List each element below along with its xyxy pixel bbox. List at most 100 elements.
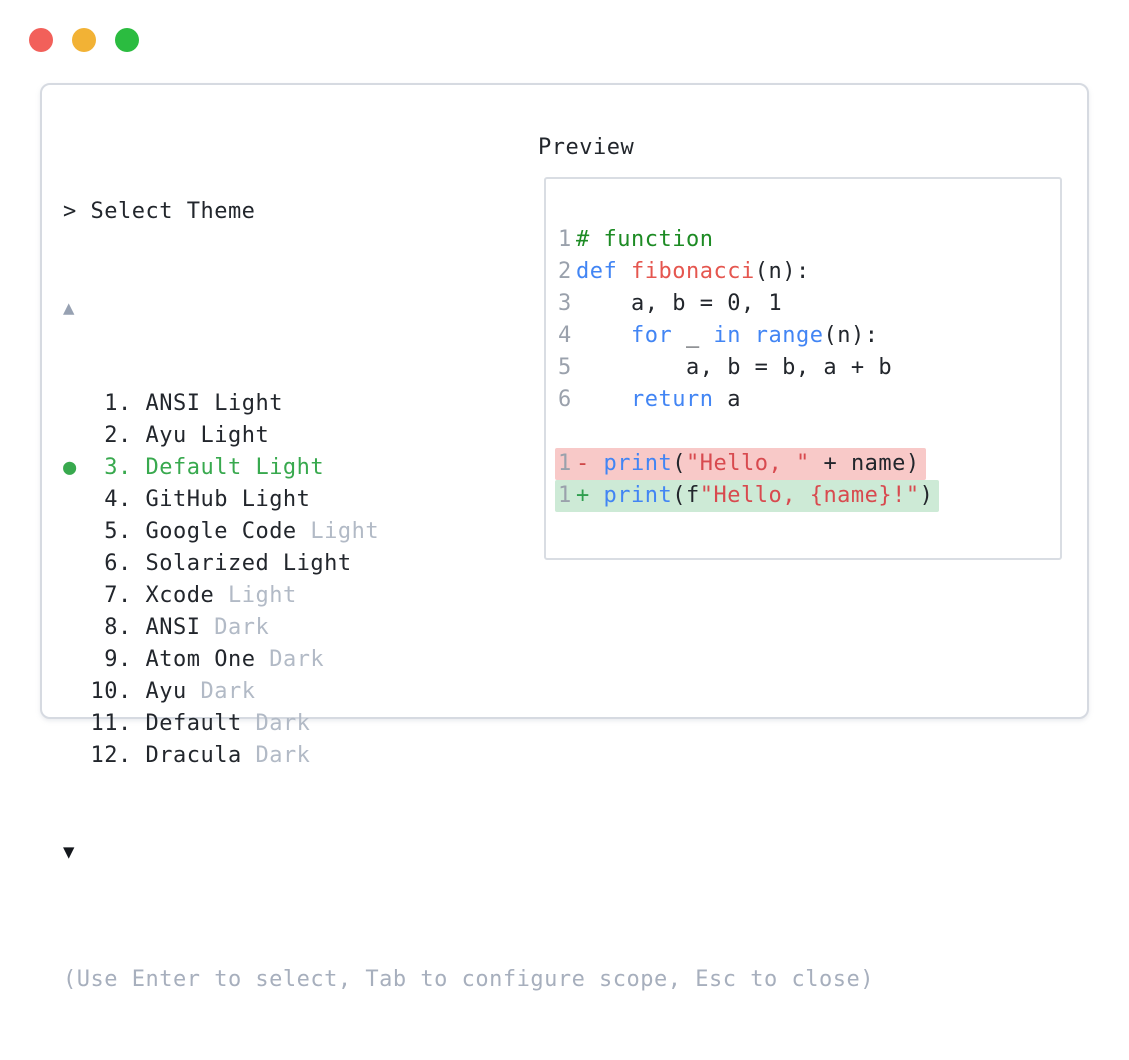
code-token-plain	[576, 323, 631, 348]
theme-name: ANSI Light	[145, 391, 283, 416]
bullet-spacer	[63, 711, 91, 736]
code-token-keyword: for	[630, 323, 673, 348]
theme-name: GitHub Light	[145, 487, 311, 512]
code-token-plain	[590, 483, 604, 508]
theme-number: 6.	[90, 551, 146, 576]
window-controls	[29, 28, 139, 52]
keyboard-hint: (Use Enter to select, Tab to configure s…	[63, 967, 874, 992]
close-button[interactable]	[29, 28, 53, 52]
theme-variant-suffix: Light	[214, 583, 297, 608]
line-number: 1	[558, 451, 572, 476]
theme-number: 9.	[90, 647, 146, 672]
code-line	[558, 416, 1060, 448]
diff-line-removed: 1- print("Hello, " + name)	[555, 448, 1060, 480]
code-token-plain: + name)	[809, 451, 920, 476]
line-number: 2	[558, 259, 572, 284]
theme-item-dracula[interactable]: 12. Dracula Dark	[63, 740, 874, 772]
theme-variant-suffix: Dark	[200, 615, 270, 640]
theme-number: 1.	[90, 391, 146, 416]
theme-name: Solarized Light	[145, 551, 352, 576]
minimize-button[interactable]	[72, 28, 96, 52]
code-line-content: 1- print("Hello, " + name)	[555, 448, 926, 480]
code-token-keyword: def	[576, 259, 618, 284]
theme-item-solarized-light[interactable]: 6. Solarized Light	[63, 548, 874, 580]
theme-number: 3.	[90, 455, 146, 480]
code-line: 6 return a	[558, 384, 1060, 416]
theme-name: Google Code	[145, 519, 297, 544]
code-token-plain: (f	[672, 483, 700, 508]
maximize-button[interactable]	[115, 28, 139, 52]
theme-item-google-code[interactable]: 5. Google Code Light	[63, 516, 874, 548]
theme-name: Default	[145, 711, 242, 736]
select-theme-prompt: > Select Theme	[63, 199, 256, 224]
theme-variant-suffix: Dark	[255, 647, 325, 672]
theme-variant-suffix: Dark	[241, 743, 311, 768]
code-token-plain: a	[713, 387, 741, 412]
code-token-plus: +	[576, 483, 590, 508]
theme-item-xcode[interactable]: 7. Xcode Light	[63, 580, 874, 612]
theme-item-ayu-light[interactable]: 2. Ayu Light	[63, 420, 874, 452]
bullet-spacer	[63, 647, 91, 672]
bullet-spacer	[63, 583, 91, 608]
theme-name: Dracula	[145, 743, 242, 768]
bullet-spacer	[63, 519, 91, 544]
theme-number: 8.	[90, 615, 146, 640]
code-token-plain: _	[672, 323, 714, 348]
code-line-content: 1+ print(f"Hello, {name}!")	[555, 480, 940, 512]
theme-variant-suffix: Dark	[186, 679, 256, 704]
code-token-keyword: return	[630, 387, 714, 412]
code-token-plain: )	[919, 483, 934, 508]
theme-variant-suffix: Dark	[241, 711, 311, 736]
bullet-spacer	[63, 551, 91, 576]
code-token-plain: a, b = b, a + b	[576, 355, 893, 380]
code-token-plain	[576, 387, 631, 412]
line-number: 4	[558, 323, 572, 348]
theme-item-default[interactable]: 11. Default Dark	[63, 708, 874, 740]
theme-item-ansi-light[interactable]: 1. ANSI Light	[63, 388, 874, 420]
theme-name: Ayu	[145, 679, 187, 704]
code-token-string: "Hello, {name}!"	[699, 483, 920, 508]
code-line-content: 3 a, b = 0, 1	[555, 288, 788, 320]
code-line: 4 for _ in range(n):	[558, 320, 1060, 352]
line-number: 1	[558, 227, 572, 252]
code-token-func: fibonacci	[631, 259, 755, 284]
code-token-plain: (n):	[754, 259, 810, 284]
theme-number: 11.	[90, 711, 146, 736]
theme-item-default-light[interactable]: ● 3. Default Light	[63, 452, 874, 484]
theme-item-ansi[interactable]: 8. ANSI Dark	[63, 612, 874, 644]
bullet-spacer	[63, 679, 91, 704]
line-number: 1	[558, 483, 572, 508]
theme-item-ayu[interactable]: 10. Ayu Dark	[63, 676, 874, 708]
bullet-spacer	[63, 423, 91, 448]
preview-label: Preview	[538, 135, 635, 160]
code-line-content: 5 a, b = b, a + b	[555, 352, 898, 384]
theme-name: Xcode	[145, 583, 215, 608]
line-number: 3	[558, 291, 572, 316]
theme-number: 2.	[90, 423, 146, 448]
code-token-plain: (	[672, 451, 686, 476]
code-token-keyword: print	[603, 483, 673, 508]
code-line-content: 1# function	[555, 224, 719, 256]
theme-number: 12.	[90, 743, 146, 768]
code-token-plain	[741, 323, 755, 348]
theme-item-github-light[interactable]: 4. GitHub Light	[63, 484, 874, 516]
line-number: 6	[558, 387, 572, 412]
scroll-down-icon[interactable]: ▼	[63, 841, 75, 863]
code-line-content: 4 for _ in range(n):	[555, 320, 884, 352]
code-line: 5 a, b = b, a + b	[558, 352, 1060, 384]
theme-name: ANSI	[145, 615, 201, 640]
theme-number: 7.	[90, 583, 146, 608]
code-line: 3 a, b = 0, 1	[558, 288, 1060, 320]
bullet-spacer	[63, 487, 91, 512]
theme-number: 10.	[90, 679, 146, 704]
scroll-up-icon[interactable]: ▲	[63, 297, 75, 319]
bullet-spacer	[63, 615, 91, 640]
code-token-minus: -	[576, 451, 590, 476]
theme-name: Ayu Light	[145, 423, 270, 448]
theme-item-atom-one[interactable]: 9. Atom One Dark	[63, 644, 874, 676]
code-token-comment: # function	[576, 227, 714, 252]
code-line: 1# function	[558, 224, 1060, 256]
